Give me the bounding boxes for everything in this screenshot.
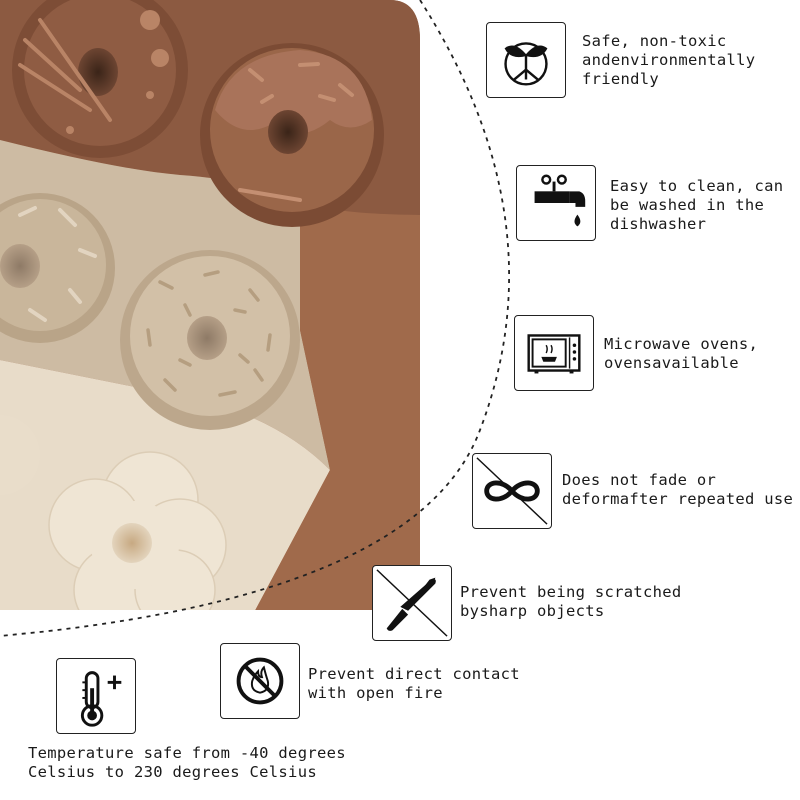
icon-box-safe	[486, 22, 566, 98]
faucet-icon	[534, 174, 586, 227]
feature-label-microwave: Microwave ovens, ovensavailable	[604, 335, 759, 372]
chocolate-donut-1	[12, 0, 188, 158]
icon-box-nofade	[472, 453, 552, 529]
beige-donut-1	[0, 193, 115, 343]
beige-donut-2	[120, 250, 300, 430]
infinity-icon	[476, 457, 548, 525]
feature-label-fire: Prevent direct contact with open fire	[308, 665, 520, 702]
no-fire-icon	[236, 657, 284, 705]
icon-box-clean	[516, 165, 596, 241]
feature-label-clean: Easy to clean, can be washed in the dish…	[610, 177, 784, 233]
icon-box-temp	[56, 658, 136, 734]
chocolate-donut-2	[200, 43, 384, 227]
feature-label-safe: Safe, non-toxic andenvironmentally frien…	[582, 32, 756, 88]
plant-sprout-icon	[504, 42, 548, 86]
feature-label-nofade: Does not fade or deformafter repeated us…	[562, 471, 794, 508]
icon-box-fire	[220, 643, 300, 719]
cream-flower-donut	[48, 451, 227, 610]
mold-tray	[0, 0, 420, 610]
icon-box-knife	[372, 565, 452, 641]
feature-label-knife: Prevent being scratched bysharp objects	[460, 583, 682, 620]
cream-donut-1	[0, 415, 40, 495]
thermometer-plus-icon	[80, 671, 122, 727]
feature-label-temp: Temperature safe from -40 degrees Celsiu…	[28, 744, 346, 781]
microwave-icon	[527, 334, 581, 374]
knife-crossed-icon	[376, 569, 448, 637]
icon-box-microwave	[514, 315, 594, 391]
dashed-arc	[0, 0, 510, 637]
